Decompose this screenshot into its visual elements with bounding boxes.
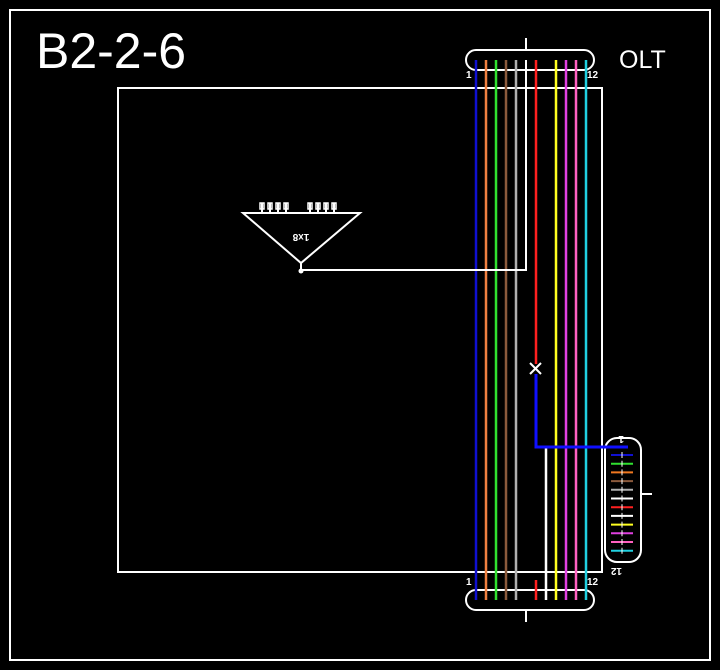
top-connector-right-index: 12 xyxy=(587,70,599,81)
splitter-1x8: 1x8 xyxy=(240,202,363,274)
diagram-title: B2-2-6 xyxy=(36,23,186,79)
splitter-leg-connector-1 xyxy=(259,202,265,210)
bottom-connector-left-index: 1 xyxy=(466,577,472,588)
spliced-blue-path xyxy=(534,374,628,449)
side-connector-bottom-index: 12 xyxy=(610,565,622,576)
splitter-leg-connector-2 xyxy=(267,202,273,210)
splitter-leg-connector-7 xyxy=(323,202,329,210)
side-connector: 1 12 xyxy=(604,433,652,576)
olt-label: OLT xyxy=(619,46,666,74)
splitter-leg-connector-8 xyxy=(331,202,337,210)
bottom-connector-right-index: 12 xyxy=(587,577,599,588)
top-connector-left-index: 1 xyxy=(466,70,472,81)
side-connector-fiber-ticks xyxy=(611,452,633,554)
outer-frame xyxy=(9,9,711,661)
side-connector-top-index: 1 xyxy=(618,433,624,444)
bottom-connector: 1 12 xyxy=(465,577,599,622)
splice-cut-mark xyxy=(529,362,542,375)
main-enclosure xyxy=(117,87,603,573)
splitter-output-legs xyxy=(259,202,337,213)
splitter-input-fiber xyxy=(301,60,527,271)
splitter-leg-connector-3 xyxy=(275,202,281,210)
splitter-label: 1x8 xyxy=(292,231,309,242)
splitter-leg-connector-6 xyxy=(315,202,321,210)
fiber-bundle xyxy=(474,60,588,600)
top-connector: 1 12 xyxy=(465,38,599,81)
splitter-leg-connector-4 xyxy=(283,202,289,210)
splitter-leg-connector-5 xyxy=(307,202,313,210)
